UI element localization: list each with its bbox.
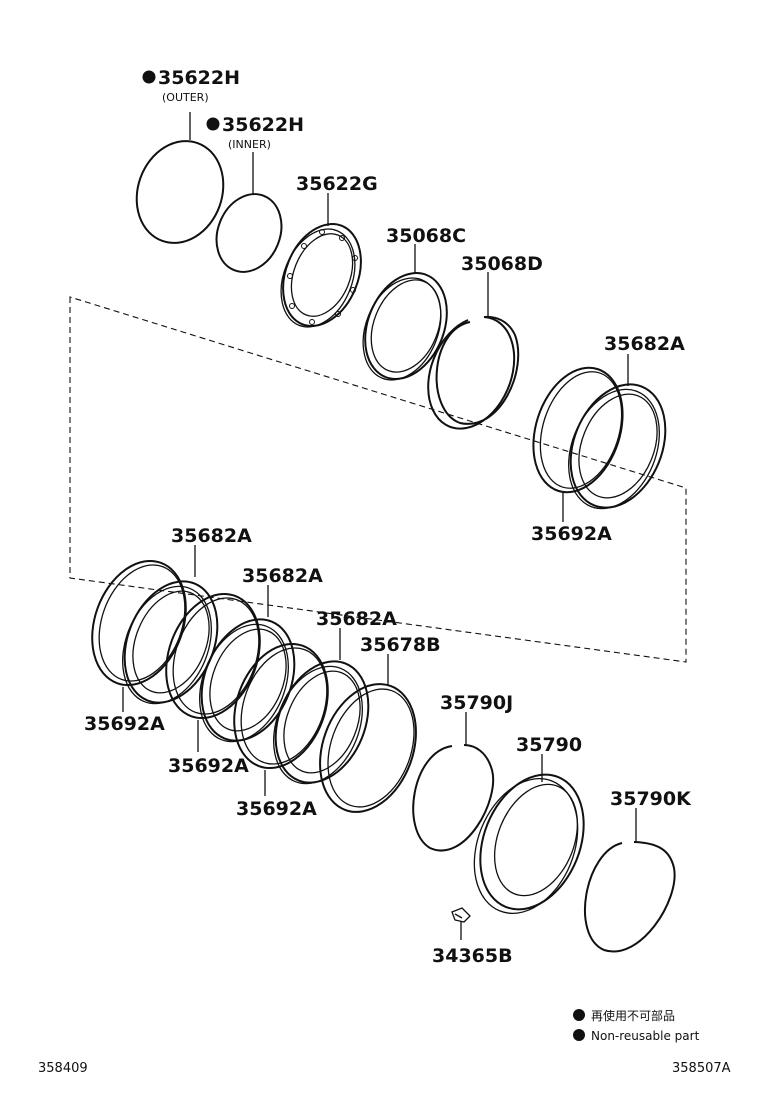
part-35622h-outer-qualifier: (OUTER)	[162, 91, 209, 104]
part-35622h-inner-label[interactable]: 35622H	[222, 114, 304, 136]
o-ring-inner[interactable]	[205, 184, 292, 281]
part-35682a-2-label[interactable]: 35682A	[242, 565, 323, 587]
part-35068c-label[interactable]: 35068C	[386, 225, 466, 247]
part-35790k-label[interactable]: 35790K	[610, 788, 692, 810]
part-35692a-top-label[interactable]: 35692A	[531, 523, 612, 545]
snap-ring-35790j[interactable]	[412, 744, 495, 852]
part-35622g-label[interactable]: 35622G	[296, 173, 378, 195]
clutch-plate-35682a-top[interactable]	[552, 370, 683, 522]
part-35692a-2-label[interactable]: 35692A	[168, 755, 249, 777]
clutch-plate-35682a-3[interactable]	[257, 647, 385, 796]
non-reusable-mark-icon	[206, 117, 220, 131]
part-35678b-label[interactable]: 35678B	[360, 634, 441, 656]
clutch-disc-35692a-3[interactable]	[218, 631, 344, 781]
figure-code-right: 358507A	[672, 1061, 731, 1076]
clutch-disc-35692a-2[interactable]	[150, 581, 276, 731]
part-35682a-3-label[interactable]: 35682A	[316, 608, 397, 630]
spring-35068c[interactable]	[349, 261, 462, 392]
part-35622h-inner-qualifier: (INNER)	[228, 138, 271, 151]
piston-35622g[interactable]	[267, 212, 375, 338]
flange-35678b[interactable]	[303, 671, 433, 826]
part-35622h-outer-label[interactable]: 35622H	[158, 67, 240, 89]
non-reusable-mark-icon	[573, 1009, 585, 1021]
part-34365b-label[interactable]: 34365B	[432, 945, 513, 967]
clutch-disc-35692a-top[interactable]	[518, 356, 637, 504]
non-reusable-mark-icon	[142, 70, 156, 84]
figure-code-left: 358409	[38, 1061, 88, 1076]
part-35692a-1-label[interactable]: 35692A	[84, 713, 165, 735]
part-35682a-top-label[interactable]: 35682A	[604, 333, 685, 355]
part-35790j-label[interactable]: 35790J	[440, 692, 513, 714]
reaction-plate-35790[interactable]	[455, 759, 602, 929]
legend-jp-text: 再使用不可部品	[591, 1008, 675, 1023]
clip-34365b[interactable]	[451, 907, 471, 923]
part-35692a-3-label[interactable]: 35692A	[236, 798, 317, 820]
snap-ring-35068d[interactable]	[427, 315, 520, 430]
part-35790-label[interactable]: 35790	[516, 734, 582, 756]
part-35682a-1-label[interactable]: 35682A	[171, 525, 252, 547]
clutch-disc-35692a-1[interactable]	[76, 548, 202, 698]
legend: 再使用不可部品 Non-reusable part	[573, 1008, 700, 1043]
snap-ring-35790k[interactable]	[583, 841, 676, 953]
o-ring-outer[interactable]	[123, 129, 238, 255]
dashed-group-outline	[69, 296, 687, 663]
legend-en-text: Non-reusable part	[591, 1029, 700, 1043]
part-35068d-label[interactable]: 35068D	[461, 253, 543, 275]
non-reusable-mark-icon	[573, 1029, 585, 1041]
clutch-plate-35682a-2[interactable]	[183, 605, 311, 754]
